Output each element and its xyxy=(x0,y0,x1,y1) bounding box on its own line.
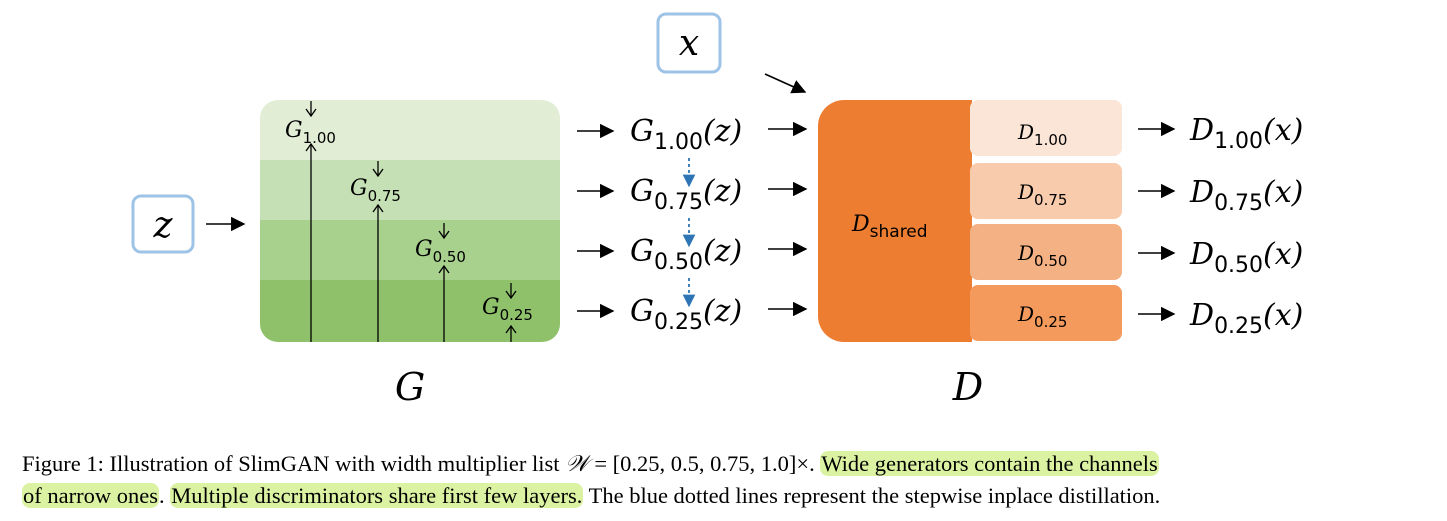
discriminator-head-3 xyxy=(970,224,1122,280)
discriminator-output-arrows xyxy=(1138,121,1176,322)
generator-label: G xyxy=(395,365,425,409)
generator-level-label-2: G0.75 xyxy=(350,176,401,205)
caption-highlight-3: Multiple discriminators share first few … xyxy=(170,483,584,508)
discriminator-head-4 xyxy=(970,285,1122,341)
generator-level-label-3: G0.50 xyxy=(415,237,466,266)
caption-math-symbol: 𝒲 xyxy=(565,451,589,477)
generator-level-label-1: G1.00 xyxy=(285,118,336,147)
figure-caption: Figure 1: Illustration of SlimGAN with w… xyxy=(22,448,1432,511)
generator-level-4 xyxy=(260,280,560,342)
discriminator-head-label-3: D0.50 xyxy=(1017,241,1067,270)
generator-level-2 xyxy=(260,160,560,222)
discriminator-head-label-2: D0.75 xyxy=(1017,180,1067,209)
caption-math-rest: = [0.25, 0.5, 0.75, 1.0]×. xyxy=(588,451,821,476)
generator-level-3 xyxy=(260,220,560,282)
discriminator-output-4: D0.25(x) xyxy=(1189,298,1303,339)
discriminator-output-1: D1.00(x) xyxy=(1189,113,1303,154)
discriminator-shared-label: Dshared xyxy=(851,212,928,242)
caption-prefix: Figure 1: Illustration of SlimGAN with w… xyxy=(22,451,566,476)
discriminator-output-3: D0.50(x) xyxy=(1189,237,1303,278)
discriminator-head-label-4: D0.25 xyxy=(1017,302,1067,331)
discriminator-head-2 xyxy=(970,163,1122,219)
discriminator-shared-block xyxy=(818,100,972,342)
caption-separator: . xyxy=(158,483,171,508)
generator-level-label-4: G0.25 xyxy=(482,295,533,324)
generator-block xyxy=(260,100,560,342)
generator-output-1: G1.00(z) xyxy=(630,114,742,155)
discriminator-input-arrows xyxy=(768,121,808,317)
input-x-label: x xyxy=(679,23,699,64)
caption-highlight-2: of narrow ones xyxy=(22,483,159,508)
input-x-box: x xyxy=(656,12,722,74)
input-z-label: z xyxy=(153,205,174,246)
input-z-box: z xyxy=(131,194,195,254)
discriminator-output-2: D0.75(x) xyxy=(1189,175,1303,216)
generator-output-4: G0.25(z) xyxy=(630,294,742,335)
generator-width-arrows xyxy=(305,101,517,342)
discriminator-label: D xyxy=(952,365,983,409)
generator-output-3: G0.50(z) xyxy=(630,234,742,275)
discriminator-head-1 xyxy=(970,100,1122,156)
generator-level-1 xyxy=(260,100,560,162)
caption-suffix: The blue dotted lines represent the step… xyxy=(583,483,1161,508)
discriminator-head-label-1: D1.00 xyxy=(1017,120,1067,149)
caption-highlight-1: Wide generators contain the channels xyxy=(820,451,1159,476)
x-arrow xyxy=(764,73,807,94)
generator-output-2: G0.75(z) xyxy=(630,174,742,215)
slimgan-diagram: x z G1.00 G0.75 G0.50 G0.25 G G1.00(z) G… xyxy=(131,12,1303,409)
generator-output-arrows xyxy=(577,123,615,319)
